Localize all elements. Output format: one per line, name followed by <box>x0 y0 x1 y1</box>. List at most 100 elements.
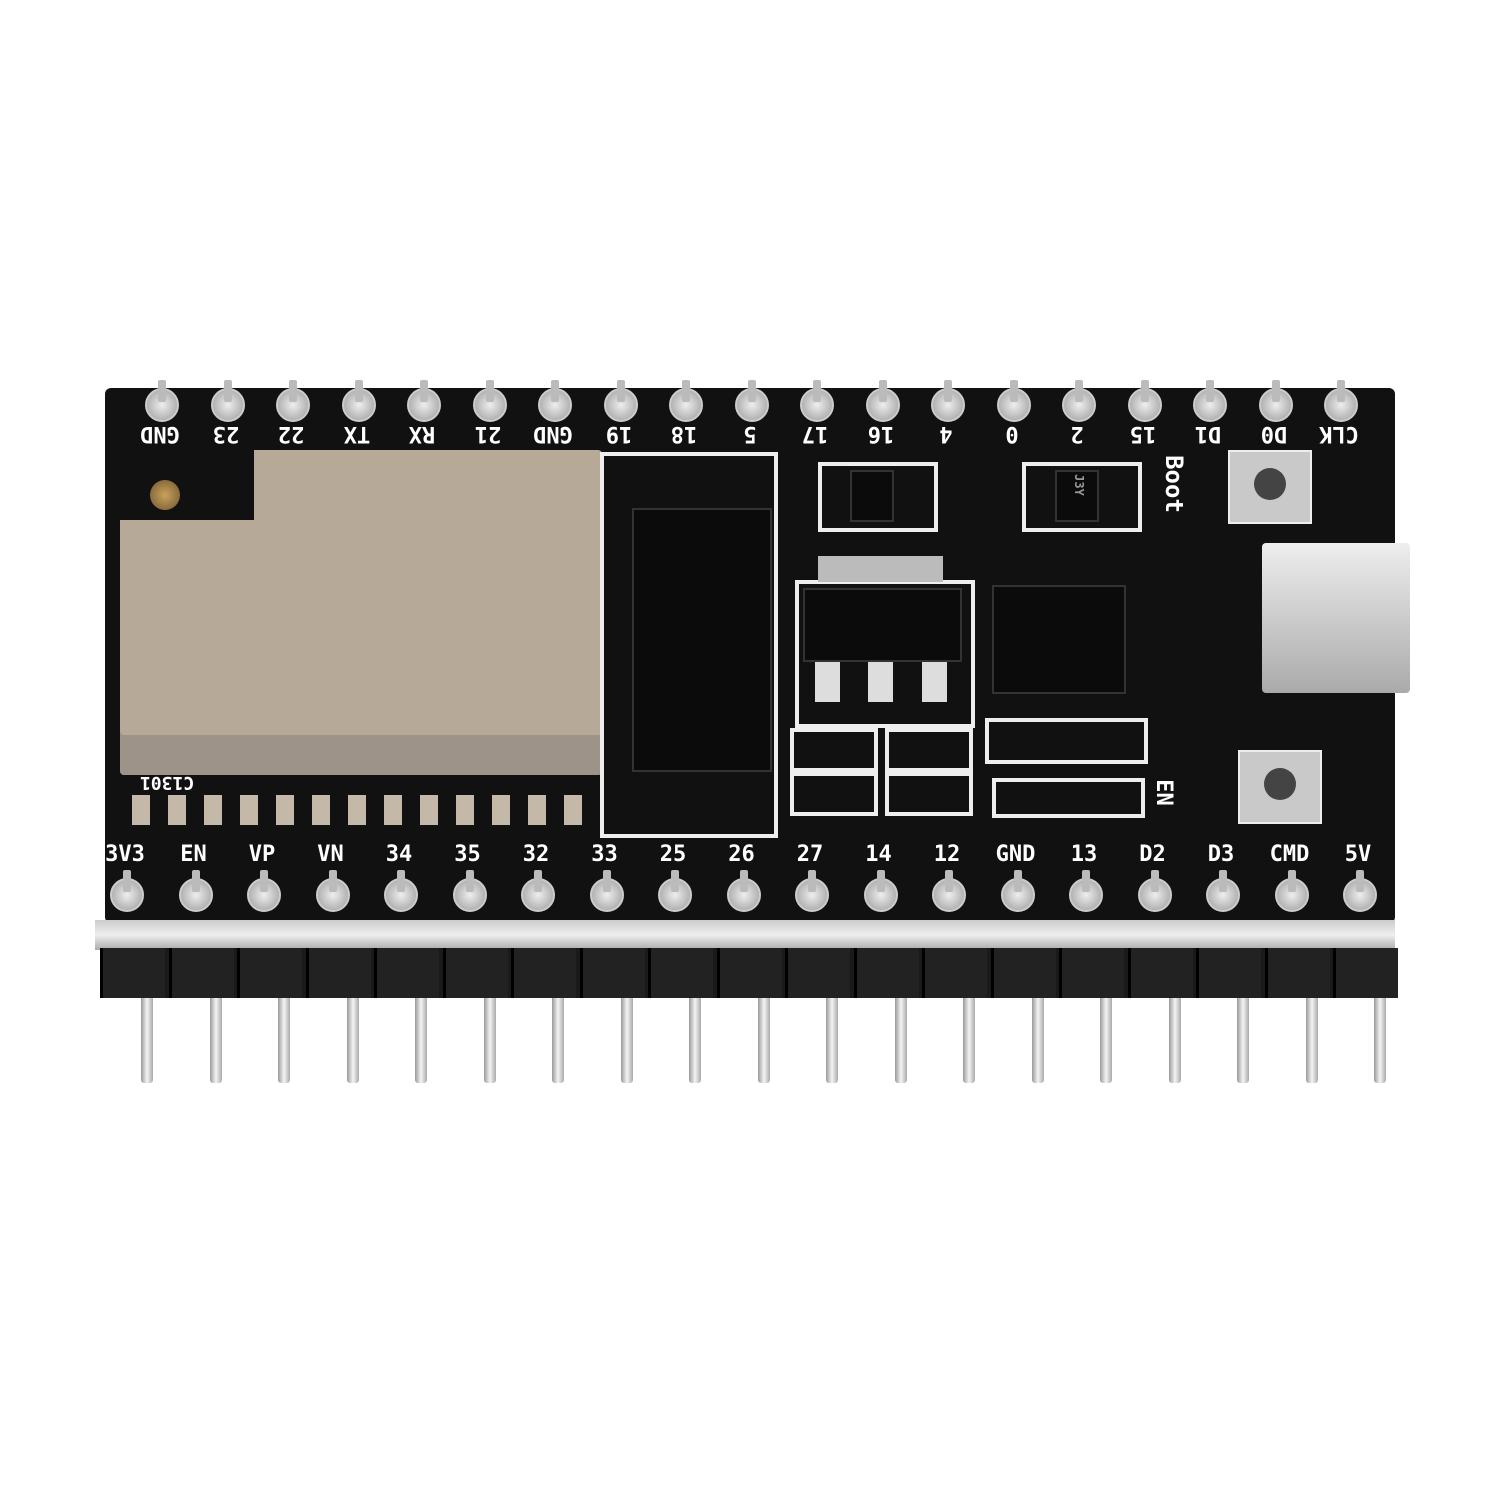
bottom-pin-pad <box>1069 870 1103 912</box>
led-outline <box>992 778 1145 818</box>
top-pin-pad <box>669 380 703 422</box>
antenna-connector <box>150 480 180 510</box>
header-pin <box>415 998 427 1083</box>
transistor <box>1055 470 1099 522</box>
bottom-pin-label: 35 <box>454 842 481 867</box>
castellated-pad <box>312 795 330 825</box>
top-pin-label: 2 <box>1070 421 1084 446</box>
capacitor-outline <box>790 772 878 816</box>
micro-usb-port[interactable] <box>1262 543 1410 693</box>
top-pin-label: 18 <box>670 421 698 446</box>
regulator-outline <box>795 580 975 728</box>
pin-header <box>100 948 1398 998</box>
bottom-pin-pad <box>863 870 898 912</box>
bottom-pin-label: 34 <box>385 842 413 867</box>
top-pin-pad <box>996 380 1031 422</box>
header-segment <box>1264 948 1330 998</box>
header-segment <box>785 948 850 998</box>
header-segment <box>374 948 439 998</box>
castellated-pad <box>348 795 366 825</box>
top-pin-pad <box>1062 380 1096 422</box>
top-pin-label: GND <box>140 421 180 446</box>
bottom-pin-label: 25 <box>659 842 687 867</box>
bottom-pin-label: EN <box>180 842 207 867</box>
top-pin-label: 22 <box>277 421 305 446</box>
header-pin <box>209 998 222 1083</box>
header-pin <box>1031 998 1044 1083</box>
top-pin-label: RX <box>408 421 436 446</box>
en-reset-button[interactable] <box>1238 750 1322 824</box>
top-pin-pad <box>1193 380 1227 422</box>
top-pin-label: 21 <box>474 421 501 446</box>
header-segment <box>990 948 1056 998</box>
transistor <box>850 470 894 522</box>
bottom-pin-pad <box>384 870 418 912</box>
top-pin-label: 23 <box>212 421 239 446</box>
boot-label: Boot <box>1159 455 1188 513</box>
bottom-pin-pad <box>1206 870 1240 912</box>
bottom-pin-label: GND <box>995 842 1036 867</box>
castellated-pad <box>564 795 582 825</box>
regulator-leg <box>815 662 840 702</box>
header-segment <box>1127 948 1193 998</box>
header-pin <box>894 998 907 1083</box>
top-pin-pad <box>1127 380 1162 422</box>
flash-outline <box>600 452 778 838</box>
header-pin <box>483 998 496 1083</box>
bottom-pin-pad <box>178 870 213 912</box>
header-pin <box>757 998 770 1083</box>
transistor-outline <box>1022 462 1142 532</box>
bottom-pin-label: 33 <box>591 842 618 867</box>
regulator-tab <box>818 556 943 582</box>
top-pin-label: 4 <box>939 421 953 446</box>
voltage-regulator <box>803 588 962 662</box>
bottom-pin-pad <box>452 870 487 912</box>
resistor-outline <box>885 772 973 816</box>
top-pin-pad <box>931 380 965 422</box>
bottom-pin-label: 12 <box>933 842 961 867</box>
top-pin-label: 17 <box>801 421 829 446</box>
header-segment <box>168 948 234 998</box>
boot-button[interactable] <box>1228 450 1312 524</box>
bottom-pin-label: 14 <box>865 842 892 867</box>
capacitor-outline <box>885 728 973 772</box>
bottom-pin-pad <box>521 870 555 912</box>
header-pin <box>278 998 290 1083</box>
top-pin-pad <box>472 380 507 422</box>
header-pin <box>620 998 633 1083</box>
capacitor-outline <box>790 728 878 772</box>
top-pin-pad <box>276 380 310 422</box>
castellated-pad <box>240 795 258 825</box>
top-pin-pad <box>800 380 834 422</box>
header-segment <box>922 948 987 998</box>
top-pin-pad <box>734 380 769 422</box>
bottom-pin-pad <box>1000 870 1035 912</box>
header-pin <box>689 998 701 1083</box>
castellated-pad <box>528 795 546 825</box>
bottom-pin-pad <box>1137 870 1172 912</box>
bottom-pin-pad <box>726 870 761 912</box>
bottom-pin-label: VP <box>248 842 276 867</box>
header-segment <box>716 948 782 998</box>
bottom-pin-pad <box>1274 870 1309 912</box>
chip-marking: J3Y <box>1071 474 1086 496</box>
bottom-pin-pad <box>247 870 281 912</box>
top-pin-label: GND <box>533 421 573 446</box>
top-pin-pad <box>341 380 376 422</box>
top-pin-pad <box>210 380 245 422</box>
bottom-pin-label: 13 <box>1070 842 1098 867</box>
transistor-outline <box>818 462 938 532</box>
header-pin <box>963 998 975 1083</box>
flash-chip <box>632 508 772 772</box>
top-pin-label: TX <box>343 421 370 446</box>
bottom-pin-label: VN <box>317 842 344 867</box>
header-segment <box>237 948 302 998</box>
top-pin-pad <box>538 380 572 422</box>
castellated-pad <box>204 795 222 825</box>
top-pin-pad <box>407 380 441 422</box>
castellated-pad <box>132 795 150 825</box>
top-pin-label: D0 <box>1260 421 1287 446</box>
header-pin <box>141 998 153 1083</box>
usb-uart-chip <box>992 585 1126 694</box>
